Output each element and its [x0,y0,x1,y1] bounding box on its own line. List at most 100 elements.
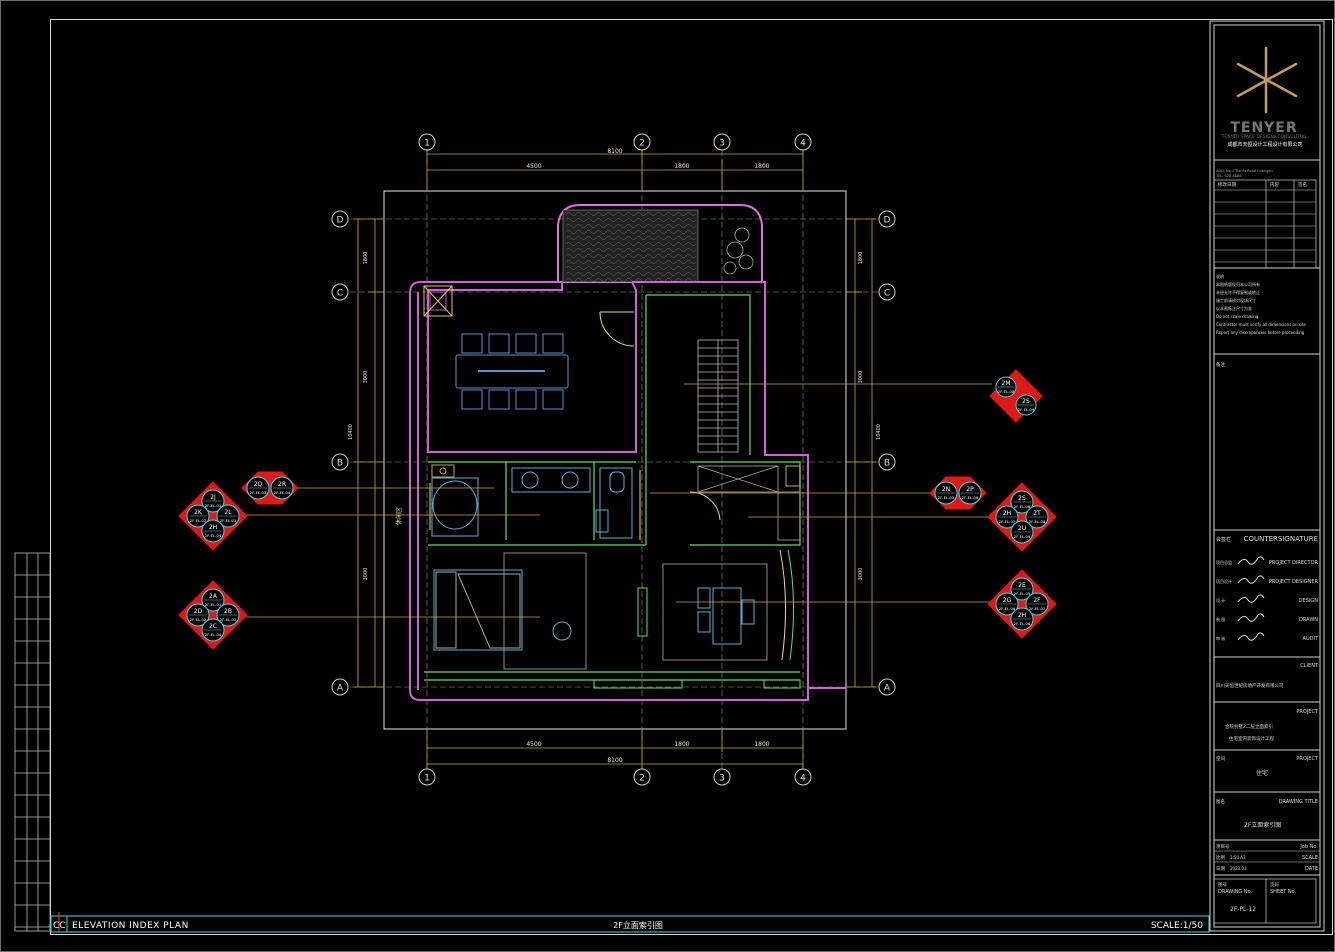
svg-text:B: B [337,459,343,469]
marker-label: 2S [1022,398,1030,405]
remark-label: 备注 [1216,361,1225,368]
marker-label: 2G [1003,597,1012,604]
drawing-no-value: 2F-PL-12 [1230,906,1256,913]
marker-sub: 2F-EL-06 [1014,504,1031,509]
elevation-marker-m-top-right: 2M 2F-EL-08 2S 2F-EL-09 [989,369,1043,423]
role-en: PROJECT DESIGNER [1269,579,1319,585]
balcony-plants-icon [723,227,754,275]
grid-bubble-bottom-4: 4 [794,768,812,786]
note-line: 未经允许不得复制或转让 [1216,289,1260,295]
marker-label: 2Q [254,481,263,488]
roles: 项目总监 PROJECT DIRECTOR 项目设计 PROJECT DESIGNER… [1216,556,1319,642]
grid-bubble-top-1: 1 [418,133,436,151]
marker-sub: 2F-EL-08 [1029,519,1046,524]
marker-sub: 2F-EL-08 [998,389,1015,394]
role-en: DRAWN [1299,617,1318,623]
bottom-dim-1: 4500 [526,741,541,748]
role-cn: 项目总监 [1216,559,1232,565]
divider-wall [637,587,648,637]
bottom-bar: CC ELEVATION INDEX PLAN 2F立面索引图 SCALE:1/… [50,912,1210,933]
job-cn: 项目号 [1216,844,1230,850]
job-en: Job No. [1299,844,1318,850]
cabinet-corner [423,285,453,317]
title-block: TENYER TENYER SPACE DESIGN&CONSULTING 成都… [1209,20,1325,932]
role-en: AUDIT [1303,636,1319,642]
drawing-no-cn: 图号 [1218,882,1227,888]
rev-header-date: 修改日期 [1218,181,1236,188]
space-value: 住宅 [1256,769,1268,777]
marker-sub: 2F-EL-09 [1018,407,1035,412]
bedroom [433,552,587,670]
address-line-1: ADD: No.1 Tianfu Road Chengdu [1216,169,1273,173]
svg-text:3: 3 [719,774,725,784]
top-dim-total: 8100 [607,148,622,155]
exterior-walls [409,281,846,701]
svg-text:2: 2 [639,774,645,784]
marker-sub: 2F-EL-02 [190,518,207,523]
leader-lines [246,383,992,618]
note-line: 本图纸版权归本公司所有 [1216,281,1260,287]
marker-label: 2B [224,608,232,615]
right-dim-2: 3000 [858,371,864,384]
bottom-title: ELEVATION INDEX PLAN [72,921,189,931]
address-line-2: TEL: 028-8888 [1215,174,1241,178]
marker-label: 2M [1002,380,1011,387]
right-dim-1: 1800 [858,252,864,265]
grid-bubble-top-4: 4 [794,133,812,151]
logo-mark-icon [1236,46,1298,114]
bottom-title-cn: 2F立面索引图 [613,920,663,930]
top-dim-2: 1800 [674,163,689,170]
elevation-markers: 2M2F-EL-082S2F-EL-092Q2F-EL-032R2F-EL-04… [178,369,1057,650]
role-en: PROJECT DIRECTOR [1269,560,1319,566]
signature-icon [1237,556,1265,565]
project-value-1: 合院别墅2二层立面索引 [1225,723,1273,730]
top-dim-1: 4500 [526,163,541,170]
svg-text:A: A [337,684,344,694]
bathroom-right [697,465,801,541]
grid-bubble-bottom-3: 3 [713,768,731,786]
bottom-scale: SCALE:1/50 [1151,921,1203,931]
plan-frame [383,190,847,730]
study-room [662,549,795,661]
left-dim-total: 10400 [348,424,354,440]
marker-sub: 2F-EL-01 [205,602,222,607]
marker-label: 2F [1033,597,1041,604]
grid-bubble-left-A: A [331,678,349,696]
note-line: Do not scale drawing [1216,314,1259,319]
marker-label: 2H [1018,612,1026,619]
role-cn: 制 图 [1216,616,1225,622]
space-cn: 空间 [1216,755,1225,762]
marker-label: 2U [1018,525,1026,532]
marker-sub: 2F-EL-07 [1029,606,1046,611]
note-line: 施工前请核对现场尺寸 [1216,297,1256,303]
signature-icon [1237,632,1265,641]
bottom-dim-total: 8100 [607,757,622,764]
right-dim-total: 10400 [876,424,882,440]
floor-plan: 4500 1800 1800 8100 4500 1800 1800 8100 … [246,133,992,786]
marker-label: 2N [942,486,950,493]
bottom-code: CC [53,921,66,931]
grid-bubble-bottom-2: 2 [633,768,651,786]
countersign-cn: 会签栏 [1216,536,1231,543]
marker-sub: 2F-EL-03 [220,518,237,523]
right-dimensions [846,218,876,688]
grid-bubble-right-C: C [878,283,896,301]
svg-text:3: 3 [719,139,725,149]
project-value-2: 住宅室内装饰设计工程 [1229,735,1274,742]
left-dim-3: 3000 [363,568,369,581]
marker-label: 2P [966,486,974,493]
logo-cn: 成都市天恒设计工程设计有限公司 [1227,141,1302,148]
role-cn: 设 计 [1216,597,1225,603]
marker-sub: 2F-EL-05 [938,495,955,500]
sheet-no-label: SHEET No. [1270,889,1297,895]
right-dim-3: 3000 [858,568,864,581]
marker-sub: 2F-EL-04 [205,632,222,637]
marker-label: 2C [209,623,217,630]
role-cn: 项目设计 [1216,578,1232,584]
svg-text:C: C [337,289,343,299]
svg-text:B: B [884,459,890,469]
